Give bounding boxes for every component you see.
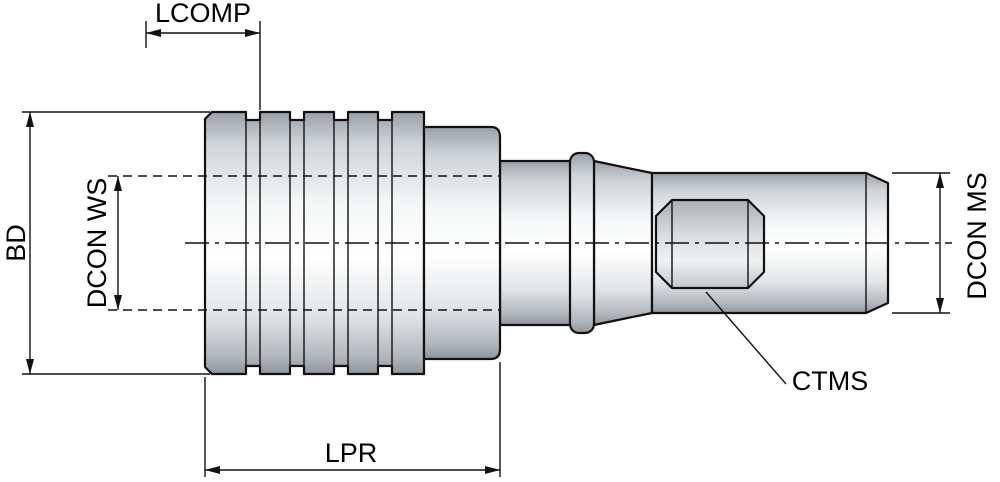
arrowhead-down [936,298,944,313]
arrowhead-down [114,295,122,310]
arrowhead-right [245,29,260,37]
label-dcon-ws: DCON WS [82,178,112,309]
drive-slot-outline [654,198,766,290]
dimension-lpr: LPR [204,362,501,477]
dimension-bd: BD [1,111,210,375]
groove [289,119,305,367]
label-bd: BD [1,224,31,262]
arrowhead-right [485,466,500,474]
arrowhead-up [936,173,944,188]
arrowhead-left [146,29,161,37]
leader-line [705,291,787,385]
arrowhead-left [205,466,220,474]
hidden-bore-lines [108,175,500,311]
label-lcomp: LCOMP [155,0,251,28]
label-dcon-ms: DCON MS [962,172,992,300]
dimension-lcomp: LCOMP [145,0,261,110]
label-ctms: CTMS [792,366,869,396]
arrowhead-down [26,359,34,374]
callout-ctms: CTMS [705,291,869,396]
collar [422,125,502,361]
dimension-dcon-ms: DCON MS [892,172,992,314]
arrowhead-up [26,112,34,127]
dimension-dcon-ws: DCON WS [82,176,122,310]
label-lpr: LPR [325,438,378,468]
drive-slot [654,198,766,290]
arrowhead-up [114,176,122,191]
